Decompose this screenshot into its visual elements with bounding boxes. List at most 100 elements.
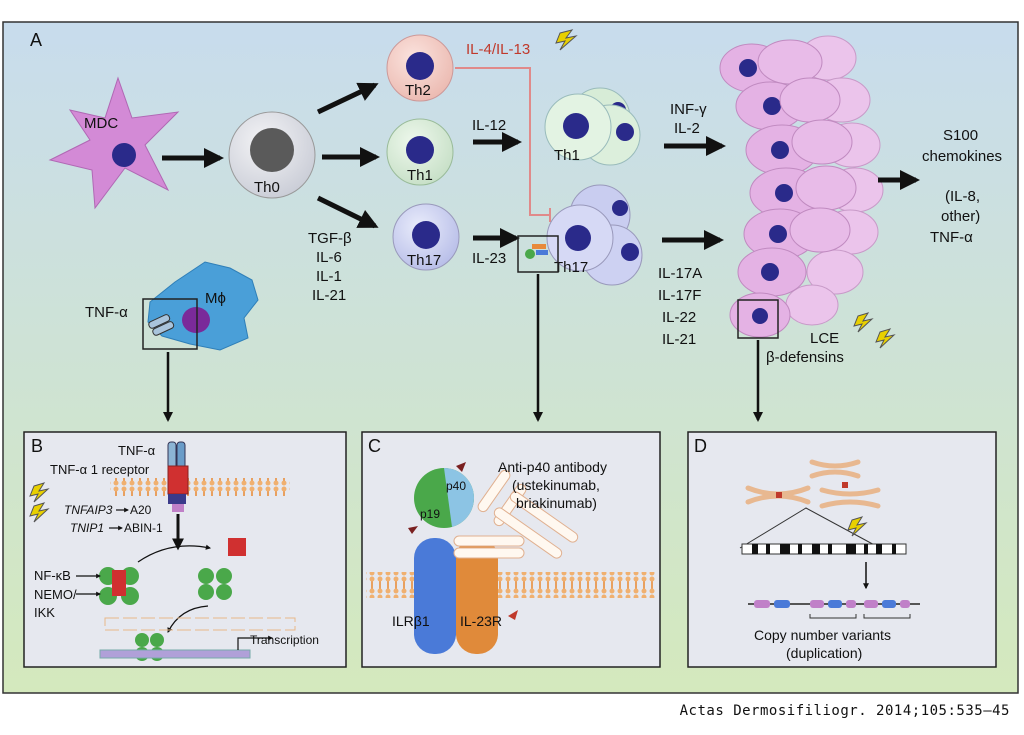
product-chemokines: chemokines — [922, 148, 1002, 165]
keratinocyte-product-list: S100 chemokines (IL-8, other) TNF-α — [922, 127, 1002, 246]
product-il17a: IL-17A — [658, 265, 702, 282]
product-il22: IL-22 — [662, 309, 696, 326]
th0-label: Th0 — [254, 179, 280, 196]
il12-label: IL-12 — [472, 117, 506, 134]
arrow-degradation — [137, 544, 212, 563]
panel-b-label: B — [31, 436, 43, 456]
p40-label: p40 — [446, 479, 466, 493]
panel-c-label: C — [368, 436, 381, 456]
inducer-il6: IL-6 — [316, 249, 342, 266]
mdc-cell: MDC — [48, 76, 180, 210]
chromosomes — [745, 459, 881, 509]
th2-nucleus — [406, 52, 434, 80]
lce-label: LCE — [810, 330, 839, 347]
nfkb-complex — [99, 567, 139, 605]
panel-b-membrane — [110, 478, 290, 496]
nfkb-label: NF-κB — [34, 568, 71, 583]
p19-label: p19 — [420, 507, 440, 521]
arrow-th0-th2 — [316, 82, 379, 115]
transcription-label: Transcription — [250, 633, 319, 647]
il23-inset-box — [517, 235, 559, 273]
nuclear-envelope — [104, 617, 296, 631]
keratinocyte-layer — [719, 35, 884, 338]
arrow-translocation — [167, 605, 209, 633]
th17-cluster: Th17 — [546, 184, 643, 286]
degraded-ikb — [228, 538, 246, 556]
zoom-lines — [739, 507, 881, 549]
citation: Actas Dermosifiliogr. 2014;105:535–45 — [679, 703, 1010, 719]
th1-right-label: Th1 — [554, 147, 580, 164]
lightning-icon-lce — [853, 312, 874, 333]
free-nfkb — [198, 568, 232, 600]
product-il8: (IL-8, — [945, 188, 980, 205]
tnfa-mini-icon — [148, 314, 175, 336]
antibody-line-1: Anti-p40 antibody — [498, 459, 607, 475]
cnv-caption-line-1: Copy number variants — [754, 627, 891, 643]
th17-product-list: IL-17A IL-17F IL-22 IL-21 — [658, 265, 702, 348]
ilrb1-receptor — [414, 538, 456, 654]
tnfaip3-product: A20 — [130, 503, 152, 517]
macrophage-label: Mϕ — [205, 290, 226, 307]
nemo-label: NEMO/ — [34, 587, 77, 602]
il23r-label: IL-23R — [460, 613, 502, 629]
panel-a-label: A — [30, 30, 42, 50]
inducer-il1: IL-1 — [316, 268, 342, 285]
product-tnfa: TNF-α — [930, 229, 973, 246]
panel-b: B TNF-α TNF-α 1 receptor TNFAIP3 A20 TNI… — [23, 431, 347, 668]
th1-nucleus — [406, 136, 434, 164]
arrow-th0-th17 — [316, 195, 379, 229]
il23-label: IL-23 — [472, 250, 506, 267]
tnip1-product: ABIN-1 — [124, 521, 163, 535]
ikk-label: IKK — [34, 605, 55, 620]
beta-defensins-label: β-defensins — [766, 349, 844, 366]
th17-right-label: Th17 — [554, 259, 588, 276]
product-s100: S100 — [943, 127, 978, 144]
antibody-line-2: (ustekinumab, — [512, 477, 600, 493]
th2-cell: Th2 — [386, 34, 454, 102]
transcription-arrow — [237, 635, 273, 650]
il23-cytokine — [414, 468, 475, 528]
ilrb1-label: ILRβ1 — [392, 613, 430, 629]
il23r-marker — [508, 610, 518, 620]
tnfa-label: TNF-α — [85, 304, 128, 321]
th0-cell: Th0 — [228, 111, 316, 199]
cnv-segments — [748, 600, 920, 619]
inducer-il21: IL-21 — [312, 287, 346, 304]
th17-inducer-list: TGF-β IL-6 IL-1 IL-21 — [308, 230, 352, 304]
th1-cluster: Th1 — [544, 87, 641, 166]
lightning-icon — [555, 29, 578, 51]
th0-nucleus — [250, 128, 294, 172]
lightning-icon-tnfaip3 — [29, 482, 50, 503]
anti-p40-antibody — [453, 469, 579, 559]
inhibition-line — [455, 67, 550, 216]
p40-marker — [456, 462, 466, 472]
th2-label: Th2 — [405, 82, 431, 99]
th17-cell: Th17 — [392, 203, 460, 271]
keratinocyte-inset-box — [737, 299, 779, 339]
panel-c: C ILRβ1 IL-23R p40 p19 Anti-p40 antibody… — [361, 431, 661, 668]
macrophage-nucleus — [182, 307, 210, 333]
p19-marker — [408, 526, 418, 534]
tnf-receptor — [167, 441, 189, 512]
th17-nucleus — [412, 221, 440, 249]
product-other: other) — [941, 208, 980, 225]
panel-d: D — [687, 431, 997, 668]
il4-il13-label: IL-4/IL-13 — [466, 41, 530, 58]
il23-mini-icon — [525, 244, 548, 259]
product-il17f: IL-17F — [658, 287, 701, 304]
mdc-nucleus — [112, 143, 136, 167]
panel-b-tnf-label: TNF-α — [118, 443, 156, 458]
dna-strand — [99, 649, 251, 659]
il2-label: IL-2 — [674, 120, 700, 137]
tnfaip3-gene: TNFAIP3 — [64, 503, 113, 517]
antibody-line-3: briakinumab) — [516, 495, 597, 511]
lightning-icon-defensin — [875, 328, 896, 349]
il23r-receptor — [456, 538, 498, 654]
mdc-label: MDC — [84, 115, 118, 132]
panel-c-membrane — [366, 572, 656, 598]
inducer-tgfb: TGF-β — [308, 230, 352, 247]
th1-cell: Th1 — [386, 118, 454, 186]
panel-d-label: D — [694, 436, 707, 456]
lightning-icon-cnv — [847, 516, 868, 537]
